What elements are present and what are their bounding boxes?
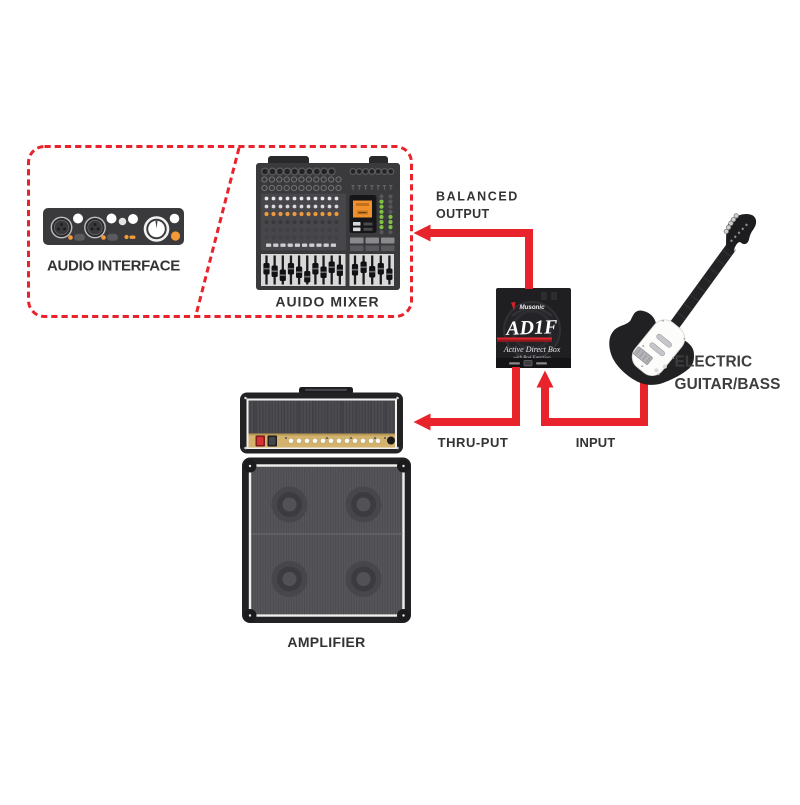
svg-text:OUTPUT: OUTPUT <box>436 207 490 221</box>
svg-text:AMPLIFIER: AMPLIFIER <box>287 634 365 650</box>
svg-text:THRU-PUT: THRU-PUT <box>438 435 509 450</box>
svg-text:Active Direct Box: Active Direct Box <box>503 345 561 354</box>
svg-text:AUDIO INTERFACE: AUDIO INTERFACE <box>47 258 180 275</box>
svg-text:AUIDO MIXER: AUIDO MIXER <box>275 294 379 310</box>
svg-text:Musonic: Musonic <box>519 304 545 311</box>
svg-text:AD1F: AD1F <box>504 316 559 340</box>
svg-text:GUITAR/BASS: GUITAR/BASS <box>675 376 781 393</box>
svg-text:INPUT: INPUT <box>576 435 616 450</box>
svg-text:ELECTRIC: ELECTRIC <box>675 354 753 371</box>
svg-text:BALANCED: BALANCED <box>436 190 519 204</box>
